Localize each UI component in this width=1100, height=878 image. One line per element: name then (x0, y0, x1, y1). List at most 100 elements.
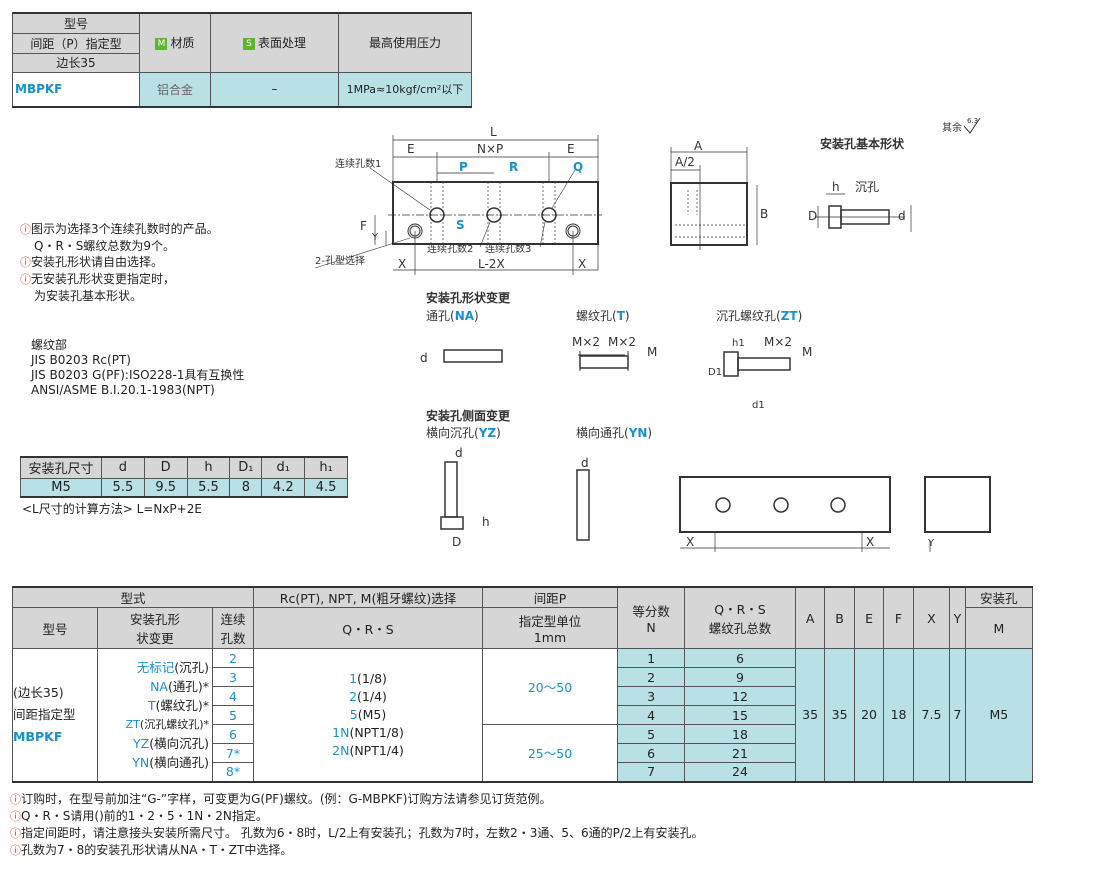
dim-F-value: 18 (883, 648, 914, 783)
note-line: ⓘ安装孔形状请自由选择。 (20, 254, 219, 271)
svg-text:横向沉孔(YZ): 横向沉孔(YZ) (426, 425, 501, 440)
header-side: 边长35 (12, 52, 140, 73)
thread-desc: (NPT1/8) (349, 724, 404, 740)
dim-h: h (832, 180, 840, 194)
basic-shape-title: 安装孔基本形状 (820, 136, 905, 151)
label-P: P (459, 160, 468, 174)
info-icon: ⓘ (10, 827, 21, 840)
qrs-total: 12 (684, 686, 796, 706)
header-dim-F: F (883, 586, 914, 649)
hole-value: 4.5 (304, 477, 348, 498)
svg-text:沉孔螺纹孔(ZT): 沉孔螺纹孔(ZT) (716, 309, 802, 323)
note-line: ⓘ订购时，在型号前加注“G-”字样，可变更为G(PF)螺纹。(例：G-MBPKF… (10, 791, 704, 808)
model-link[interactable]: MBPKF (12, 71, 140, 108)
dim-A-value: 35 (794, 648, 826, 783)
shape-options: 无标记(沉孔) NA(通孔)* T(螺纹孔)* ZT(沉孔螺纹孔)* YZ(横向… (97, 648, 213, 783)
header-type: 型式 (12, 586, 254, 608)
dim-d: d (455, 446, 463, 460)
hole-value: 5.5 (101, 477, 145, 498)
shape-desc: (沉孔螺纹孔)* (139, 717, 209, 731)
shape-option[interactable]: T(螺纹孔)* (98, 696, 209, 715)
dim-Mx2: M×2 (572, 335, 600, 349)
thread-standard: ANSI/ASME B.I.20.1-1983(NPT) (31, 383, 215, 397)
t-code: T (617, 309, 626, 323)
header-dim-A: A (794, 586, 826, 649)
dim-Mx2: M×2 (764, 335, 792, 349)
shape-code: YN (132, 754, 150, 770)
dim-E: E (407, 142, 415, 156)
count-option[interactable]: 4 (212, 686, 254, 706)
thread-option[interactable]: 1(1/8) (254, 670, 482, 688)
dim-F: F (360, 219, 367, 233)
label-S: S (456, 218, 465, 232)
dim-X-value: 7.5 (912, 648, 951, 783)
note-text: Q・R・S螺纹总数为9个。 (34, 239, 176, 253)
thread-options: 1(1/8) 2(1/4) 5(M5) 1N(NPT1/8) 2N(NPT1/4… (253, 648, 483, 783)
shape-option[interactable]: ZT(沉孔螺纹孔)* (98, 715, 209, 734)
surface-note: 其余 (942, 121, 962, 134)
shape-change-title: 安装孔形状变更 (426, 290, 511, 305)
material-badge: M (155, 37, 168, 50)
dim-B: B (760, 207, 768, 221)
front-view (314, 135, 602, 275)
n-value: 3 (616, 686, 686, 706)
model-link[interactable]: MBPKF (13, 728, 63, 744)
na-code: NA (455, 309, 475, 323)
label-counterbore: 沉孔 (855, 180, 879, 194)
header-count: 连续孔数 (212, 607, 254, 649)
thread-info: 螺纹部 JIS B0203 Rc(PT) JIS B0203 G(PF):ISO… (31, 338, 244, 398)
thread-desc: (M5) (357, 706, 387, 722)
dim-D1: D1 (708, 367, 722, 378)
thread-option[interactable]: 2N(NPT1/4) (254, 742, 482, 760)
thread-code: 2 (349, 688, 358, 704)
n-value: 2 (616, 667, 686, 687)
zt-code: ZT (781, 309, 799, 323)
header-dim-B: B (824, 586, 855, 649)
note-line: ⓘQ・R・S请用()前的1・2・5・1N・2N指定。 (10, 808, 704, 825)
header-mount: 安装孔 (964, 586, 1034, 608)
count-option[interactable]: 7* (212, 743, 254, 763)
hole-header: h₁ (304, 456, 348, 479)
thread-option[interactable]: 1N(NPT1/8) (254, 724, 482, 742)
hole-value: M5 (20, 477, 102, 498)
hole-variants (440, 349, 991, 552)
side-change-title: 安装孔侧面变更 (426, 408, 511, 423)
count-option[interactable]: 8* (212, 762, 254, 782)
count-option[interactable]: 3 (212, 667, 254, 687)
count-option[interactable]: 5 (212, 705, 254, 725)
shape-option[interactable]: YZ(横向沉孔) (98, 734, 209, 753)
label-two-hole: 2-孔型选择 (315, 254, 365, 267)
pitch-range: 25～50 (482, 724, 618, 783)
shape-option[interactable]: YN(横向通孔) (98, 753, 209, 772)
thread-desc: (NPT1/4) (349, 742, 404, 758)
qrs-total: 24 (684, 762, 796, 782)
thread-code: 1N (332, 724, 350, 740)
info-icon: ⓘ (10, 810, 21, 823)
side-view (670, 147, 758, 250)
n-value: 6 (616, 743, 686, 763)
dim-D: D (808, 209, 817, 223)
thread-option[interactable]: 2(1/4) (254, 688, 482, 706)
shape-option[interactable]: NA(通孔)* (98, 677, 209, 696)
note-line: ⓘ图示为选择3个连续孔数时的产品。 (20, 221, 219, 238)
header-dim-X: X (912, 586, 951, 649)
header-line: 状变更 (136, 631, 174, 646)
header-thread: Rc(PT), NPT, M(粗牙螺纹)选择 (253, 586, 483, 608)
shape-desc: (横向通孔) (149, 754, 209, 770)
dim-X: X (686, 535, 694, 549)
shape-option[interactable]: 无标记(沉孔) (98, 658, 209, 677)
thread-option[interactable]: 5(M5) (254, 706, 482, 724)
count-option[interactable]: 6 (212, 724, 254, 744)
count-option[interactable]: 2 (212, 648, 254, 668)
dim-E-value: 20 (853, 648, 885, 783)
surface-badge: S (242, 37, 255, 50)
note-line: ⓘ孔数为7・8的安装孔形状请从NA・T・ZT中选择。 (10, 842, 704, 859)
note-text: 订购时，在型号前加注“G-”字样，可变更为G(PF)螺纹。(例：G-MBPKF)… (21, 792, 552, 806)
hole-value: 8 (229, 477, 263, 498)
qrs-total: 9 (684, 667, 796, 687)
dim-Y-value: 7 (949, 648, 966, 783)
svg-text:通孔(NA): 通孔(NA) (426, 309, 479, 323)
